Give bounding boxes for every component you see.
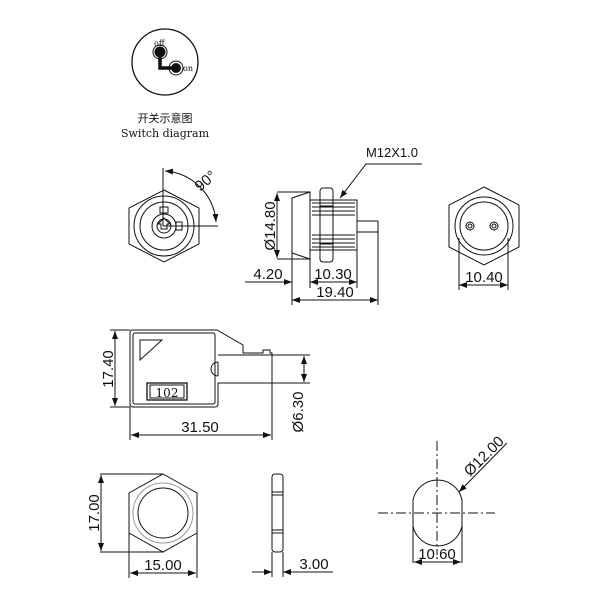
caption-cn: 开关示意图 [138,111,193,125]
cutout-diameter-dim: Ø12.00 [461,433,508,480]
flange-dim: 4.20 [253,266,282,283]
thread-spec: M12X1.0 [366,145,418,160]
front-view: 90° [128,167,220,263]
thread-length-dim: 10.30 [314,266,352,283]
shaft-diameter-dim: Ø6.30 [290,392,307,433]
back-width-dim: 10.40 [465,269,503,286]
nut-height-dim: 17.00 [86,494,103,532]
nut-thickness-dim: 3.00 [299,556,328,573]
total-length-dim: 19.40 [316,284,354,301]
key-code: 102 [156,386,179,400]
side-view: Ø14.80 4.20 10.30 19.40 M12X1.0 [245,145,422,305]
key-view: 102 17.40 31.50 Ø6.30 [100,329,310,440]
on-label: on [183,64,193,73]
flat-width-dim: 10.60 [418,546,456,563]
caption-en: Switch diagram [121,127,210,140]
nut-side-view: 3.00 [252,473,333,577]
diameter-label: Ø14.80 [262,201,279,250]
nut-width-dim: 15.00 [144,557,182,574]
cutout-view: 10.60 Ø12.00 [378,433,508,565]
key-height-dim: 17.40 [100,350,117,388]
back-view: 10.40 [448,186,520,290]
switch-diagram: off on 开关示意图 Switch diagram [121,28,210,140]
nut-front-view: 17.00 15.00 [86,473,198,578]
angle-label: 90° [192,167,220,195]
key-length-dim: 31.50 [181,419,219,436]
off-label: off [154,39,166,48]
